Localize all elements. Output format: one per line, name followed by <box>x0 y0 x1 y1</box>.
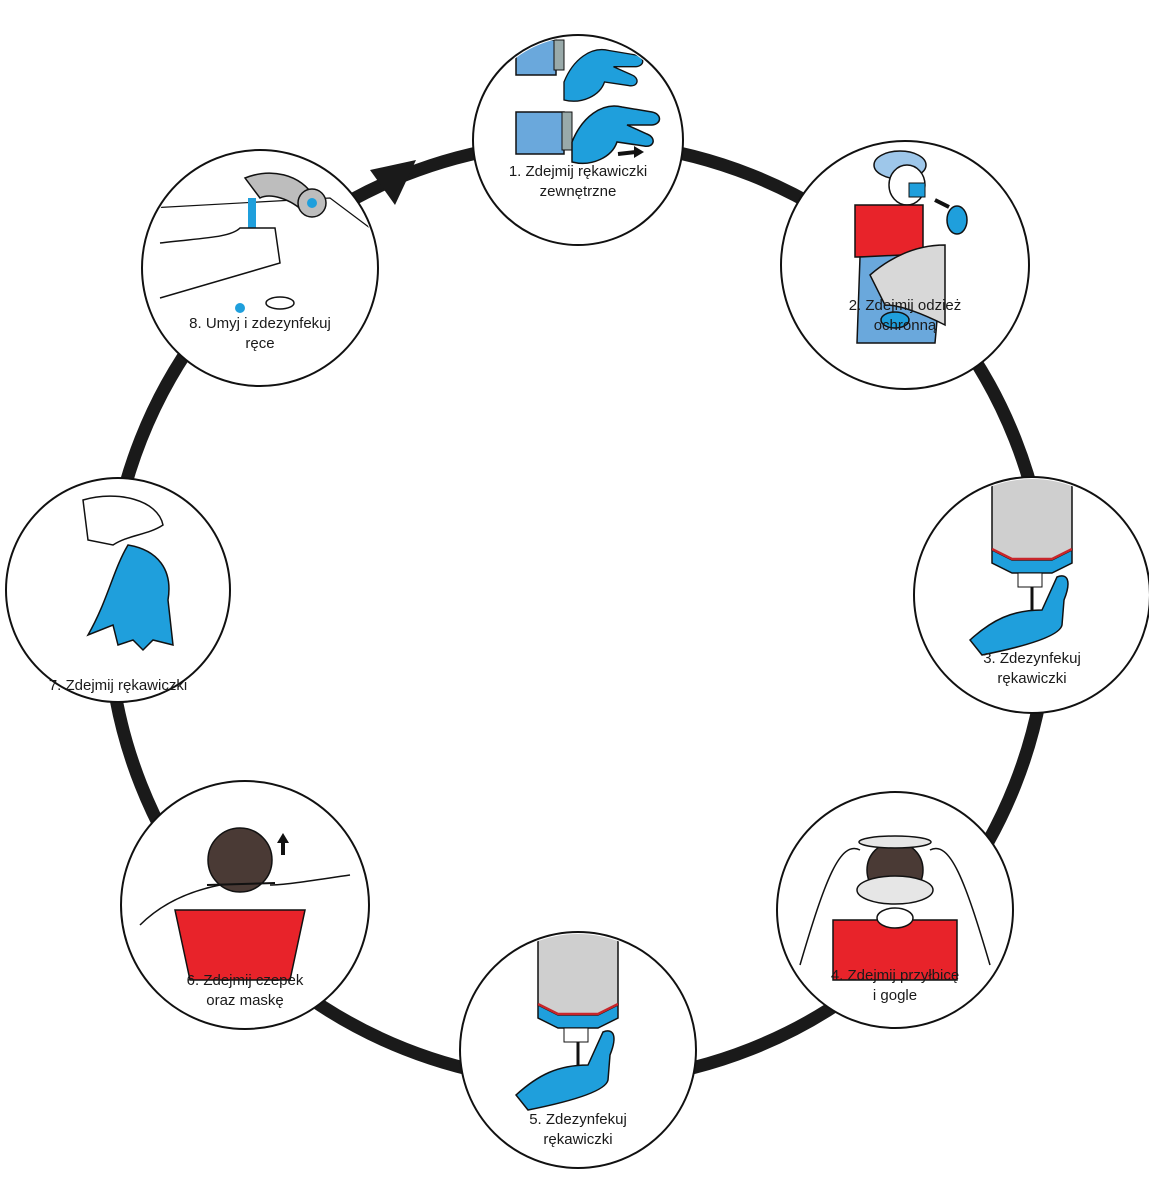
step-5: 5. Zdezynfekuj rękawiczki <box>459 931 697 1169</box>
remove-face-shield-icon <box>799 835 991 981</box>
step-4-label: i gogle <box>873 987 917 1004</box>
step-5-label: rękawiczki <box>543 1131 612 1148</box>
disinfect-gloves-icon <box>968 479 1073 656</box>
step-8-label: ręce <box>245 335 274 352</box>
remove-outer-gloves-icon <box>515 39 661 164</box>
step-7-label: 7. Zdejmij rękawiczki <box>49 677 187 694</box>
step-3: 3. Zdezynfekuj rękawiczki <box>913 476 1149 714</box>
step-6-circle <box>120 780 370 1030</box>
step-5-label: 5. Zdezynfekuj <box>529 1111 627 1128</box>
step-4-label: 4. Zdejmij przyłbicę <box>831 967 959 984</box>
wash-hands-icon <box>149 172 371 313</box>
step-8-label: 8. Umyj i zdezynfekuj <box>189 315 331 332</box>
remove-gown-icon <box>854 150 968 344</box>
step-2-label: ochronną <box>874 317 937 334</box>
step-3-label: rękawiczki <box>997 670 1066 687</box>
remove-cap-mask-icon <box>139 827 351 981</box>
remove-gloves-icon <box>82 495 174 652</box>
step-6: 6. Zdejmij czepek oraz maskę <box>120 780 370 1030</box>
step-4: 4. Zdejmij przyłbicę i gogle <box>776 791 1014 1029</box>
step-7: 7. Zdejmij rękawiczki <box>5 477 231 703</box>
step-6-label: 6. Zdejmij czepek <box>187 972 304 989</box>
cycle-arrow-icon <box>370 160 416 205</box>
step-3-label: 3. Zdezynfekuj <box>983 650 1081 667</box>
step-1-label: zewnętrzne <box>540 183 617 200</box>
step-6-label: oraz maskę <box>206 992 284 1009</box>
step-8: 8. Umyj i zdezynfekuj ręce <box>141 149 379 387</box>
step-2: 2. Zdejmij odzież ochronną <box>780 140 1030 390</box>
step-1: 1. Zdejmij rękawiczki zewnętrzne <box>472 34 684 246</box>
step-2-label: 2. Zdejmij odzież <box>849 297 962 314</box>
disinfect-gloves-icon <box>514 934 619 1111</box>
step-1-label: 1. Zdejmij rękawiczki <box>509 163 647 180</box>
